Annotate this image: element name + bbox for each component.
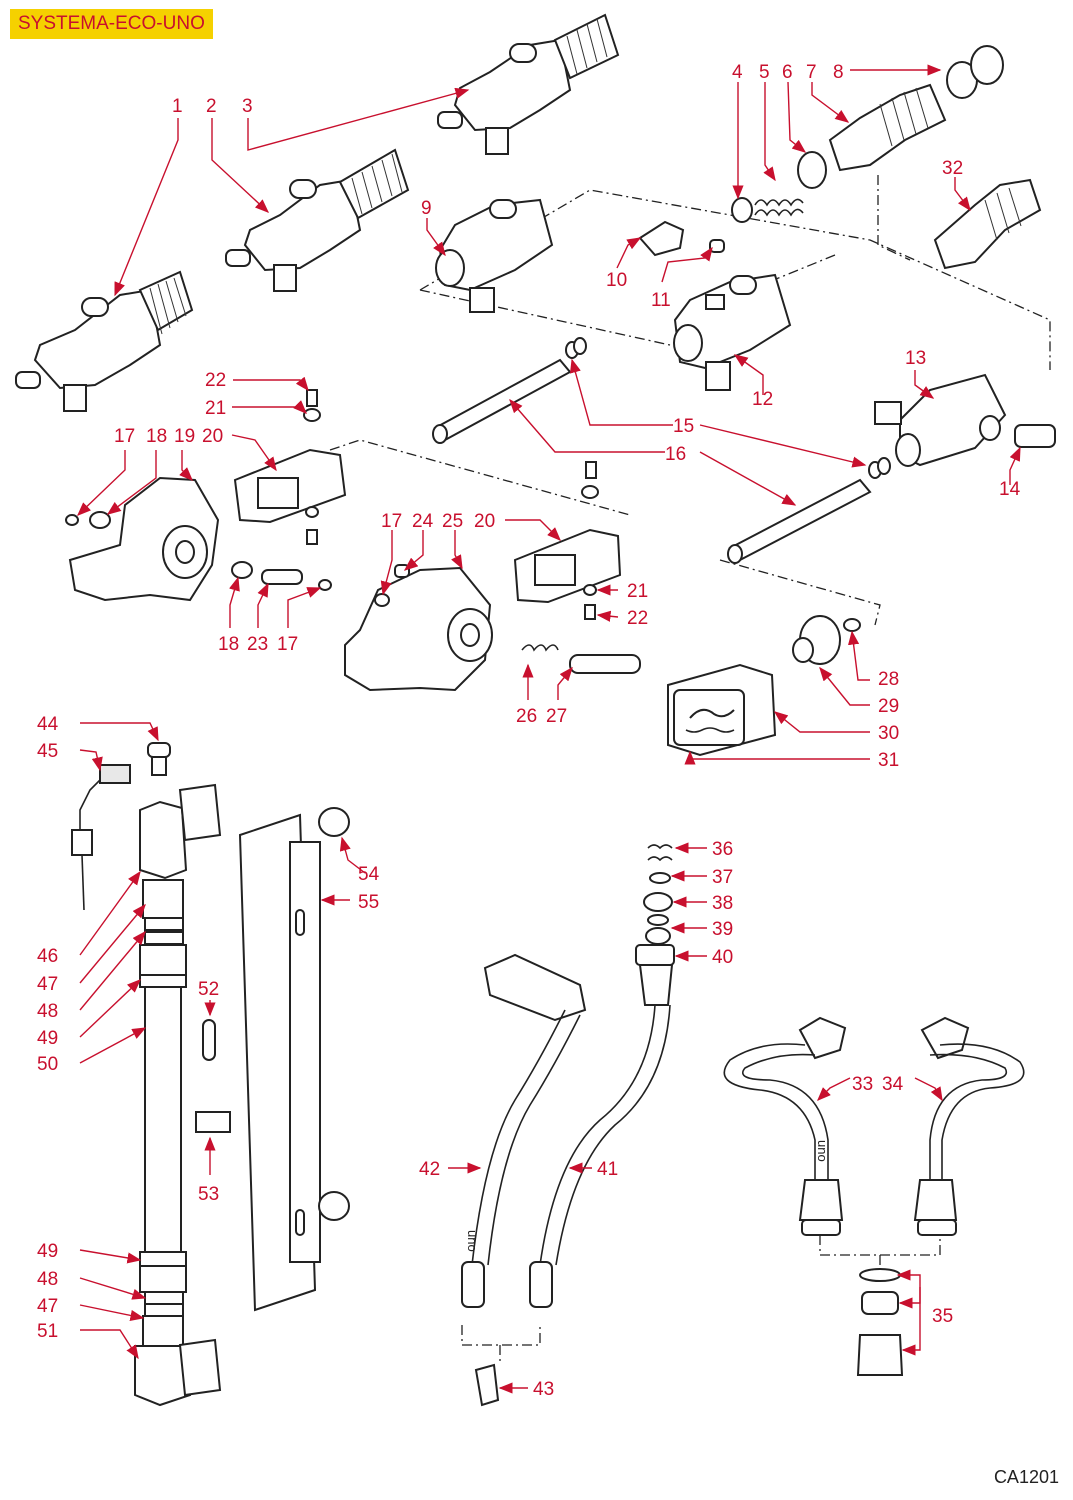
- callout-10: 10: [606, 270, 627, 291]
- callout-21b: 21: [627, 581, 648, 602]
- callout-49b: 49: [37, 1241, 58, 1262]
- callout-46: 46: [37, 946, 58, 967]
- callout-42: 42: [419, 1159, 440, 1180]
- title-badge: SYSTEMA-ECO-UNO: [10, 9, 213, 39]
- callout-47: 47: [37, 974, 58, 995]
- callout-22: 22: [205, 370, 226, 391]
- lever-assembly-center: [344, 461, 641, 692]
- callout-36: 36: [712, 839, 733, 860]
- shafts-15-16: [432, 337, 891, 564]
- callout-37: 37: [712, 867, 733, 888]
- callout-31: 31: [878, 750, 899, 771]
- callout-40: 40: [712, 947, 733, 968]
- callout-14: 14: [999, 479, 1021, 500]
- callout-49: 49: [37, 1028, 58, 1049]
- callout-leaders: [76, 64, 1021, 1394]
- callout-11: 11: [651, 290, 671, 311]
- callout-25: 25: [442, 511, 463, 532]
- valve-body-1: [15, 270, 194, 412]
- valve-housing-13: [874, 373, 1056, 467]
- callout-45: 45: [37, 741, 58, 762]
- callout-20b: 20: [474, 511, 495, 532]
- switch-assembly: [667, 615, 861, 757]
- callout-33: 33: [852, 1074, 873, 1095]
- callout-17b: 17: [277, 634, 298, 655]
- callout-17: 17: [114, 426, 135, 447]
- callout-12: 12: [752, 389, 773, 410]
- callout-numbers: 1 2 3 4 5 6 7 8 9 10 11 12 13 14 15 16 1…: [37, 62, 1021, 1400]
- callout-21: 21: [205, 398, 226, 419]
- callout-41: 41: [597, 1159, 618, 1180]
- callout-51: 51: [37, 1321, 58, 1342]
- callout-13: 13: [905, 348, 926, 369]
- callout-4: 4: [732, 62, 743, 83]
- fitting-parts-top-right: [638, 45, 1042, 270]
- valve-body-12: [673, 273, 792, 391]
- drawing-code: CA1201: [993, 1467, 1059, 1487]
- callout-48: 48: [37, 1001, 58, 1022]
- callout-8: 8: [833, 62, 844, 83]
- callout-27: 27: [546, 706, 567, 727]
- callout-48b: 48: [37, 1269, 58, 1290]
- valve-body-2: [225, 148, 410, 292]
- callout-32: 32: [942, 158, 963, 179]
- lever-assembly-left: [65, 389, 347, 602]
- callout-16: 16: [665, 444, 686, 465]
- callout-1: 1: [172, 96, 183, 117]
- callout-44: 44: [37, 714, 59, 735]
- callout-18b: 18: [218, 634, 239, 655]
- twin-spout: [723, 1016, 1025, 1376]
- callout-9: 9: [421, 198, 432, 219]
- callout-28: 28: [878, 669, 899, 690]
- callout-22b: 22: [627, 608, 648, 629]
- callout-23: 23: [247, 634, 268, 655]
- callout-39: 39: [712, 919, 733, 940]
- level-gauge-assembly: [71, 742, 350, 1407]
- callout-52: 52: [198, 979, 219, 1000]
- callout-17c: 17: [381, 511, 402, 532]
- callout-47b: 47: [37, 1296, 58, 1317]
- callout-38: 38: [712, 893, 733, 914]
- callout-53: 53: [198, 1184, 219, 1205]
- valve-body-9: [435, 198, 554, 313]
- callout-2: 2: [206, 96, 217, 117]
- callout-43: 43: [533, 1379, 554, 1400]
- callout-5: 5: [759, 62, 770, 83]
- steam-tubes: [461, 844, 675, 1407]
- callout-7: 7: [806, 62, 817, 83]
- tube-print-33: uno: [815, 1140, 830, 1162]
- callout-6: 6: [782, 62, 793, 83]
- tube-print-42: uno: [465, 1230, 480, 1252]
- callout-26: 26: [516, 706, 537, 727]
- callout-50: 50: [37, 1054, 58, 1075]
- callout-55: 55: [358, 892, 379, 913]
- callout-3: 3: [242, 96, 253, 117]
- callout-24: 24: [412, 511, 434, 532]
- valve-body-3: [437, 13, 620, 155]
- callout-15: 15: [673, 416, 694, 437]
- callout-18: 18: [146, 426, 167, 447]
- callout-19: 19: [174, 426, 195, 447]
- callout-34: 34: [882, 1074, 904, 1095]
- callout-29: 29: [878, 696, 899, 717]
- callout-35: 35: [932, 1306, 953, 1327]
- callout-20: 20: [202, 426, 223, 447]
- callout-30: 30: [878, 723, 899, 744]
- callout-54: 54: [358, 864, 380, 885]
